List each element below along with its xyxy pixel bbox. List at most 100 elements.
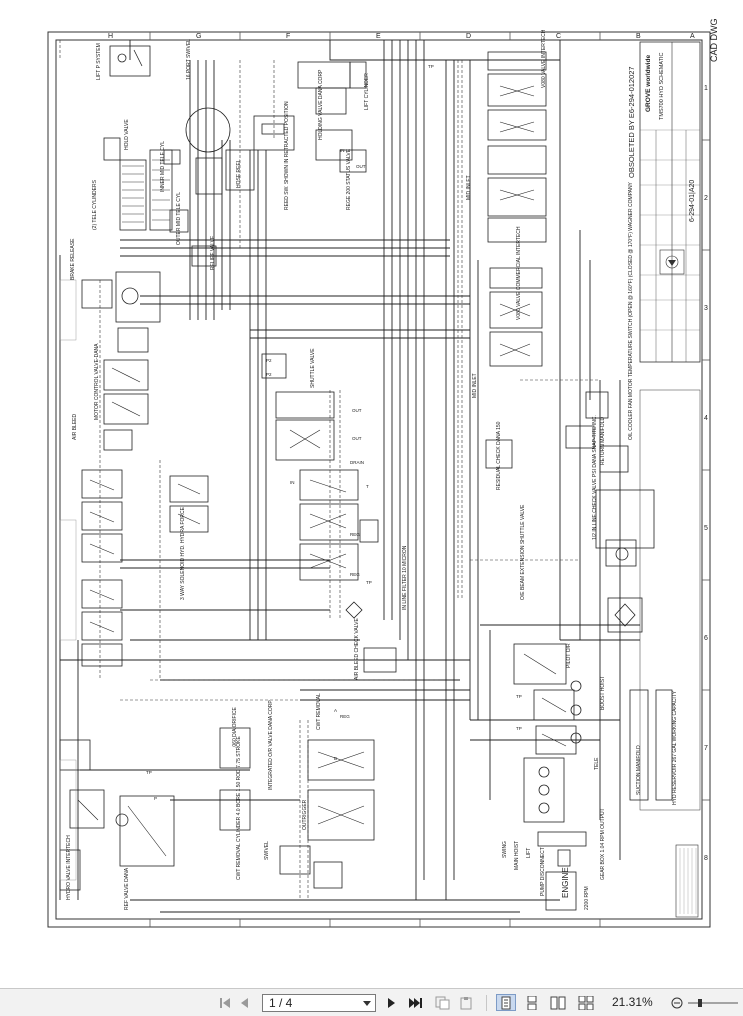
zoom-out-icon: [671, 997, 683, 1008]
port-label: REG: [350, 532, 360, 537]
outer-border: [47, 31, 711, 928]
label-pump-disconnect: PUMP DISCONNECT: [540, 847, 546, 896]
label-orifice: .060 DIA ORIFICE: [232, 706, 238, 748]
port-label: TP: [366, 580, 372, 585]
frame-letter: C: [556, 33, 561, 40]
frame-number: 4: [704, 415, 708, 422]
label-oil-cooler: OIL COOLER FAN MOTOR TEMPERATURE SWITCH …: [628, 181, 634, 440]
label-suction-manifold: SUCTION MANIFOLD: [636, 745, 642, 795]
label-brake-release: BRAKE RELEASE: [70, 238, 76, 280]
label-pilot: PILOT O/R: [566, 643, 572, 668]
label-air-bleed-ck: AIR BLEED CHECK VALVE: [354, 618, 360, 680]
model-title: TMS700 HYD SCHEMATIC: [659, 53, 665, 120]
page-number-select[interactable]: 1 / 4: [262, 994, 376, 1012]
label-lift-cylinder: LIFT CYLINDER: [364, 73, 370, 110]
label-o-beam: O/E BEAM EXTENSION SHUTTLE VALVE: [520, 504, 526, 600]
label-swivel: SWIVEL: [264, 841, 270, 860]
cad-dwg: CAD DWG: [709, 19, 719, 63]
label-solenoid-hyd: 3 WAY SOLENOID HYD. HYDRA FORCE: [180, 506, 186, 600]
facing-view-button[interactable]: [548, 994, 568, 1011]
inner-border: [55, 39, 703, 920]
zoom-out-button[interactable]: [670, 994, 684, 1011]
label-reed-sw: REED SW. SHOWN IN RETRACTED POSITION: [284, 101, 290, 210]
paste-button[interactable]: [458, 994, 476, 1011]
single-page-view-button[interactable]: [496, 994, 516, 1011]
last-page-button[interactable]: [406, 994, 424, 1011]
toolbar-divider: [486, 995, 487, 1011]
frame-number: 6: [704, 635, 708, 642]
frame-number: 7: [704, 745, 708, 752]
label-shuttle-valve: SHUTTLE VALVE: [310, 348, 316, 388]
label-v080-valve: V080 VALVE INTERTECH: [541, 29, 547, 88]
port-labels: TP IN OUT OUT OUT DRAIN REG REG IN T TP …: [146, 64, 522, 801]
page-number-value: 1 / 4: [269, 996, 293, 1010]
frame-letter: D: [466, 33, 471, 40]
components: [59, 45, 673, 911]
label-in-line-filter: IN LINE FILTER 10 MICRON: [402, 545, 408, 610]
frame-letter: A: [690, 33, 695, 40]
prev-page-button[interactable]: [238, 994, 252, 1011]
frame-letter: E: [376, 33, 381, 40]
label-swivel-16: 16 PORT SWIVEL: [186, 39, 192, 80]
label-swing: SWING: [502, 841, 508, 858]
label-rs-hydro: REF VALVE DANA: [124, 867, 130, 910]
frame-number: 1: [704, 85, 708, 92]
label-mid-inlet-2: MID INLET: [472, 373, 478, 398]
label-integrated-or: INTEGRATED O/R VALVE DANA CORP: [268, 700, 274, 790]
port-label: TP: [146, 770, 152, 775]
facing-continuous-icon: [578, 995, 594, 1010]
label-hose-reel: HOSE REEL: [236, 159, 242, 188]
label-engine-rpm: 2200 RPM: [584, 886, 590, 910]
label-outer-mid-tele: OUTER MID TELE CYL: [176, 192, 182, 245]
port-label: P2: [266, 372, 272, 377]
label-inner-mid-tele: INNER MID TELE CYL: [160, 141, 166, 192]
continuous-view-button[interactable]: [522, 994, 542, 1011]
frame-ticks: [149, 32, 710, 927]
first-page-button[interactable]: [218, 994, 232, 1011]
port-label: P: [154, 796, 157, 801]
continuous-icon: [527, 995, 537, 1010]
label-engine: ENGINE: [561, 867, 570, 898]
paste-icon: [460, 996, 472, 1009]
spool-symbols: [77, 85, 567, 857]
zoom-level[interactable]: 21.31%: [612, 995, 653, 1009]
left-margin-notes: [59, 279, 77, 881]
label-cwt-removal: CWT REMOVAL CYLINDER 4.0 BORE 1.50 ROD 7…: [236, 735, 242, 880]
label-hold-valve: HOLD VALVE: [124, 119, 130, 150]
port-label: B: [334, 756, 337, 761]
frame-number: 5: [704, 525, 708, 532]
frame-letter: F: [286, 33, 290, 40]
zoom-slider-track: [688, 998, 738, 1007]
hydraulic-schematic: H G F E D C B A 1 2 3 4 5 6 7 8: [47, 19, 719, 928]
label-main-hoist: MAIN HOIST: [514, 841, 520, 870]
label-tele: TELE: [594, 757, 600, 770]
brand-name: GROVE worldwide: [645, 55, 652, 112]
port-label: P2: [266, 358, 272, 363]
port-label: OUT: [352, 408, 362, 413]
label-hydro-valve: HYDRO VALVE INTERTECH: [66, 835, 72, 900]
frame-letters: H G F E D C B A: [108, 33, 695, 40]
frame-numbers: 1 2 3 4 5 6 7 8: [704, 85, 708, 862]
revision-block: [639, 389, 701, 811]
copy-button[interactable]: [434, 994, 452, 1011]
frame-letter: B: [636, 33, 641, 40]
port-label: A: [334, 708, 337, 713]
title-block: [639, 41, 701, 363]
frame-letter: G: [196, 33, 201, 40]
facing-icon: [550, 996, 566, 1009]
port-label: OUT: [356, 164, 366, 169]
port-label: TP: [428, 64, 434, 69]
schematic-sheet: H G F E D C B A 1 2 3 4 5 6 7 8: [0, 0, 743, 988]
label-holding-valve: HOLDING VALVE DANA CORP: [318, 69, 324, 140]
facing-continuous-view-button[interactable]: [576, 994, 596, 1011]
label-inline-check: 1/2 IN LINE CHECK VALVE PSI DANA SNAP-TI…: [592, 415, 598, 540]
label-lift-p-system: LIFT P SYSTEM: [96, 43, 102, 80]
label-tele-cylinders: (2) TELE CYLINDERS: [92, 179, 98, 230]
copy-icon: [435, 996, 450, 1009]
next-page-button[interactable]: [384, 994, 398, 1011]
label-boost-hoist: BOOST HOIST: [600, 676, 606, 710]
frame-number: 8: [704, 855, 708, 862]
label-outrigger: OUTRIGGER: [302, 799, 308, 830]
notes-lines: [679, 848, 697, 914]
zoom-slider[interactable]: [686, 994, 738, 1011]
